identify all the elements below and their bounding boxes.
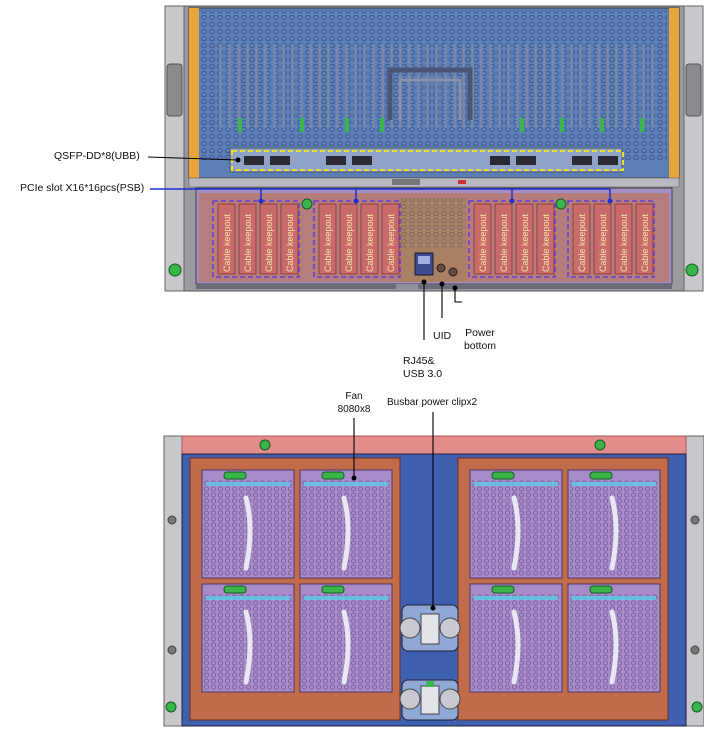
slot-keepout-text: Cable keepout (285, 213, 295, 272)
green-screws (168, 198, 699, 277)
qsfp-highlight (231, 150, 624, 171)
pcie-slot-15 (614, 203, 633, 275)
pcie-slot-10 (494, 203, 513, 275)
usb-label-line2: USB 3.0 (403, 368, 443, 380)
left-handle (189, 8, 199, 178)
fan-module-7 (469, 583, 563, 693)
pcie-slots: Cable keepout Cable keepout Cable keepout C… (217, 203, 654, 275)
slot-keepout-text: Cable keepout (243, 213, 253, 272)
slot-keepout-text: Cable keepout (264, 213, 274, 272)
pcie-slot-14 (593, 203, 612, 275)
rj45-usb-label: RJ45& USB 3.0 (403, 355, 442, 381)
slot-keepout-text: Cable keepout (478, 213, 488, 272)
qsfp-ports (244, 156, 618, 165)
rear-top-strip (181, 435, 687, 455)
slot-keepout-text: Cable keepout (640, 213, 650, 272)
power-label-line1: Power (465, 327, 495, 339)
pcie-slot-12 (536, 203, 555, 275)
pcie-slot-1 (217, 203, 236, 275)
fan-module-3 (469, 469, 563, 579)
power-button (448, 267, 458, 277)
slot-keepout-text: Cable keepout (577, 213, 587, 272)
slot-keepout-text: Cable keepout (222, 213, 232, 272)
pcie-slot-2 (238, 203, 257, 275)
slot-keepout-text: Cable keepout (541, 213, 551, 272)
slot-keepout-text: Cable keepout (598, 213, 608, 272)
uid-button (436, 263, 446, 273)
fan-label: Fan 8080x8 (326, 390, 382, 416)
uid-label: UID (433, 330, 452, 342)
fan-module-1 (201, 469, 295, 579)
fan-module-4 (567, 469, 661, 579)
busbar-clips (399, 604, 461, 721)
pcie-slot-4 (280, 203, 299, 275)
power-label-line2: bottom (463, 340, 497, 352)
pcie-slot-6 (339, 203, 358, 275)
fan-modules (201, 469, 661, 693)
pcie-label: PCIe slot X16*16pcs(PSB) (20, 182, 145, 194)
left-ear (164, 5, 185, 292)
slot-keepout-text: Cable keepout (520, 213, 530, 272)
right-ear (683, 5, 704, 292)
pcie-slot-8 (381, 203, 400, 275)
fan-label-line1: Fan (345, 391, 363, 402)
rear-view (163, 412, 704, 727)
fan-label-line2: 8080x8 (337, 404, 371, 415)
pcie-slot-11 (515, 203, 534, 275)
pcie-leader (150, 188, 611, 201)
pcie-slot-9 (473, 203, 492, 275)
power-label: Power bottom (458, 327, 502, 353)
fan-module-2 (299, 469, 393, 579)
pcie-slot-7 (360, 203, 379, 275)
slot-keepout-text: Cable keepout (365, 213, 375, 272)
right-handle (669, 8, 679, 178)
pcie-slot-5 (318, 203, 337, 275)
rj45-label-line1: RJ45& (403, 355, 435, 367)
busbar-label: Busbar power clipx2 (387, 397, 478, 408)
qsfp-label: QSFP-DD*8(UBB) (54, 150, 140, 162)
slot-keepout-text: Cable keepout (499, 213, 509, 272)
pcie-slot-3 (259, 203, 278, 275)
slot-keepout-text: Cable keepout (323, 213, 333, 272)
pcie-slot-13 (572, 203, 591, 275)
fan-module-8 (567, 583, 661, 693)
slot-keepout-text: Cable keepout (344, 213, 354, 272)
front-view: Cable keepout Cable keepout Cable keepout C… (147, 5, 704, 340)
slot-keepout-text: Cable keepout (619, 213, 629, 272)
fan-module-5 (201, 583, 295, 693)
slot-keepout-text: Cable keepout (386, 213, 396, 272)
fan-module-6 (299, 583, 393, 693)
pcie-slot-16 (635, 203, 654, 275)
